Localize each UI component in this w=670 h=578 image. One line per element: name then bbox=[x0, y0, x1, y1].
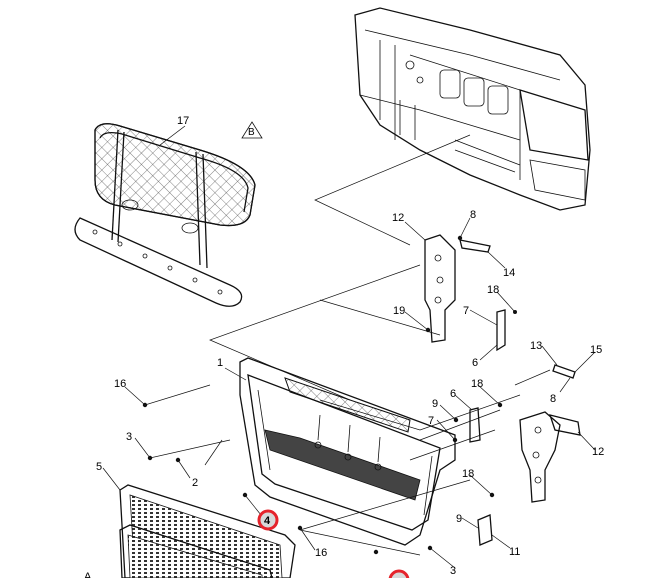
callout-9-lower: 9 bbox=[456, 513, 462, 525]
callout-19: 19 bbox=[393, 305, 405, 317]
callout-8-upper: 8 bbox=[470, 209, 476, 221]
highlighted-callout-partial[interactable] bbox=[388, 569, 410, 578]
highlighted-callout-4[interactable]: 4 bbox=[257, 509, 279, 531]
upper-bracket-assembly bbox=[424, 234, 517, 352]
callout-8-lower: 8 bbox=[550, 393, 556, 405]
callout-5: 5 bbox=[96, 461, 102, 473]
callout-15: 15 bbox=[590, 344, 602, 356]
grille-insert-lower bbox=[119, 524, 273, 578]
grille-shell bbox=[239, 357, 456, 546]
callout-6-lower: 6 bbox=[450, 388, 456, 400]
view-reference-b: B bbox=[241, 121, 263, 139]
callout-7-upper: 7 bbox=[463, 305, 469, 317]
callout-16-left: 16 bbox=[114, 378, 126, 390]
right-bracket-assembly bbox=[469, 364, 581, 546]
callout-18-upper: 18 bbox=[487, 284, 499, 296]
callout-13: 13 bbox=[530, 340, 542, 352]
fasteners bbox=[142, 235, 503, 555]
callout-12-upper: 12 bbox=[392, 212, 404, 224]
brush-guard bbox=[74, 123, 256, 307]
callout-7-lower: 7 bbox=[428, 415, 434, 427]
callout-a: A bbox=[84, 571, 92, 578]
callout-b: B bbox=[248, 127, 255, 138]
callout-1: 1 bbox=[217, 357, 223, 369]
callout-18-middle: 18 bbox=[471, 378, 483, 390]
truck-front-end bbox=[354, 7, 591, 211]
callout-9-upper: 9 bbox=[432, 398, 438, 410]
callout-12-lower: 12 bbox=[592, 446, 604, 458]
callout-14: 14 bbox=[503, 267, 515, 279]
callout-2: 2 bbox=[192, 477, 198, 489]
callout-17: 17 bbox=[177, 115, 189, 127]
callout-3-left: 3 bbox=[126, 431, 132, 443]
callout-16-bottom: 16 bbox=[315, 547, 327, 559]
callout-18-lower: 18 bbox=[462, 468, 474, 480]
callout-4: 4 bbox=[264, 515, 271, 527]
callout-6-upper: 6 bbox=[472, 357, 478, 369]
assembly-lines bbox=[209, 134, 551, 556]
callout-labels: 17 12 8 14 18 19 7 6 13 15 8 1 16 3 2 5 … bbox=[84, 115, 604, 578]
callout-3-bottom: 3 bbox=[450, 565, 456, 577]
callout-11: 11 bbox=[509, 546, 520, 558]
